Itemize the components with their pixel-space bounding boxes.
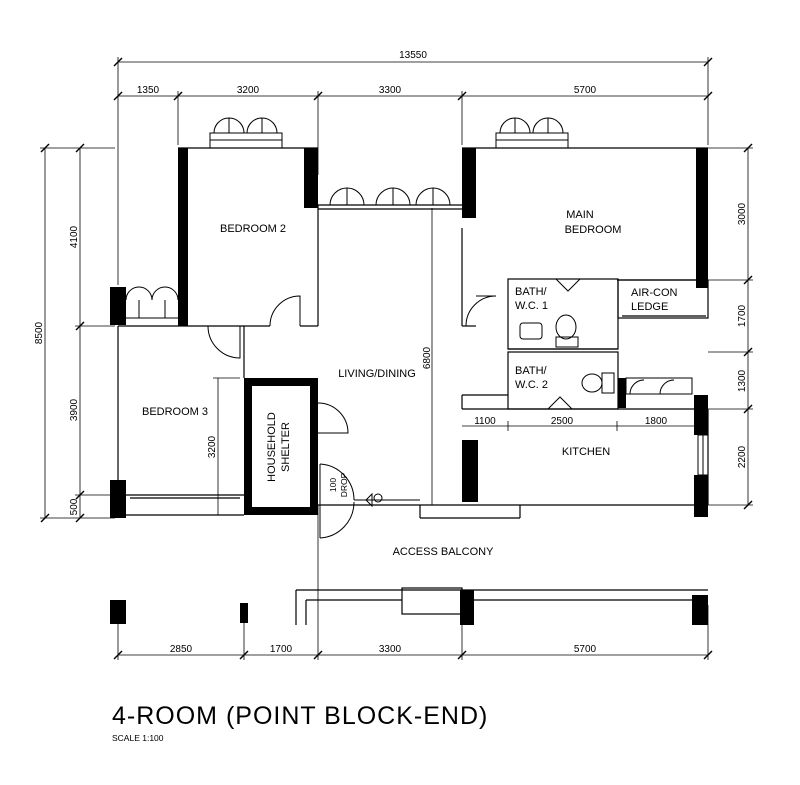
dimension-labels: 13550 1350 3200 3300 5700 2850 1700 3300… [34,50,748,655]
room-label-shelter-line1: HOUSEHOLD [266,412,278,482]
room-label-main-bedroom-line1: MAIN [566,209,594,221]
dim-bottom-3: 3300 [379,644,402,655]
dim-top-4: 5700 [574,85,597,96]
room-label-bath2-line1: BATH/ [515,365,548,377]
room-label-main-bedroom-line2: BEDROOM [565,224,622,236]
room-label-bath1-line1: BATH/ [515,286,548,298]
room-label-kitchen: KITCHEN [562,446,610,458]
label-drop: DROP [339,472,349,497]
dim-right-1: 3000 [737,202,748,225]
drawing-title: 4-ROOM (POINT BLOCK-END) [112,702,488,730]
room-label-shelter-line2: SHELTER [280,422,292,472]
room-label-access-balcony: ACCESS BALCONY [393,546,495,558]
drawing-scale: SCALE 1:100 [112,733,164,743]
dim-top-3: 3300 [379,85,402,96]
dim-right-4: 2200 [737,445,748,468]
dim-right-2: 1700 [737,304,748,327]
dim-top-1: 1350 [137,85,160,96]
dim-bottom-4: 5700 [574,644,597,655]
dim-overall-height: 8500 [34,321,45,344]
doors-windows [125,117,709,539]
dim-living-depth: 6800 [422,346,433,369]
dim-shelter-depth: 3200 [207,435,218,458]
dim-right-3: 1300 [737,369,748,392]
dim-kitchen-3: 1800 [645,416,668,427]
dim-top-2: 3200 [237,85,260,96]
dimension-ticks [40,57,753,660]
room-labels: BEDROOM 2 MAIN BEDROOM BATH/ W.C. 1 AIR-… [142,209,678,558]
room-label-bedroom-2: BEDROOM 2 [220,223,286,235]
room-label-living-dining: LIVING/DINING [338,368,416,380]
dim-left-2: 3900 [69,398,80,421]
dim-left-3: 500 [69,498,80,515]
dim-kitchen-1: 1100 [474,416,496,427]
room-label-aircon-line2: LEDGE [631,301,668,313]
dim-kitchen-2: 2500 [551,416,574,427]
room-label-bedroom-3: BEDROOM 3 [142,406,208,418]
room-label-bath1-line2: W.C. 1 [515,300,548,312]
room-label-bath2-line2: W.C. 2 [515,379,548,391]
household-shelter-walls [244,378,318,515]
dim-left-1: 4100 [69,225,80,248]
label-drop-value: 100 [328,478,338,492]
dim-bottom-1: 2850 [170,644,193,655]
dim-overall-width: 13550 [399,50,427,61]
bath-fixtures [519,314,615,394]
dim-bottom-2: 1700 [270,644,293,655]
room-label-aircon-line1: AIR-CON [631,287,678,299]
solid-walls [110,148,708,625]
